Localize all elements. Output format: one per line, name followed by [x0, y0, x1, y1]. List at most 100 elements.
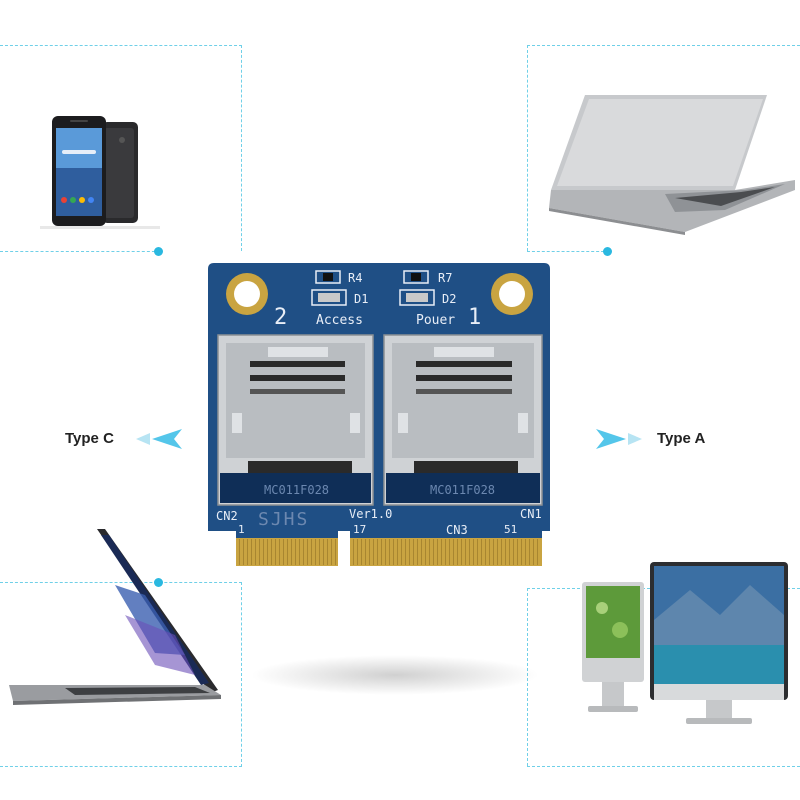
connector-pin-gap	[457, 539, 458, 565]
label-ver: Ver1.0	[349, 507, 393, 521]
connector-pin-gap	[279, 539, 280, 565]
connector-pin-gap	[489, 539, 490, 565]
connector-pin-gap	[271, 539, 272, 565]
connector-pin-gap	[377, 539, 378, 565]
connector-pin-gap	[299, 539, 300, 565]
connector-pin-gap	[481, 539, 482, 565]
connector-pin-gap	[389, 539, 390, 565]
connector-pin-gap	[365, 539, 366, 565]
label-mark: SJHS	[258, 509, 310, 530]
label-slot-code-left: MC011F028	[264, 483, 330, 497]
label-cn2: CN2	[216, 509, 238, 523]
connector-pin-gap	[393, 539, 394, 565]
label-pin-17: 17	[353, 523, 367, 536]
connector-pin-gap	[513, 539, 514, 565]
arrow-left-icon	[136, 429, 182, 449]
connector-pin-gap	[315, 539, 316, 565]
connector-pin-gap	[275, 539, 276, 565]
arrow-right-icon	[596, 429, 642, 449]
desktop-monitors-image	[582, 562, 788, 724]
connector-pin-gap	[397, 539, 398, 565]
label-slot-1: 1	[468, 305, 482, 330]
connector-pin-gap	[323, 539, 324, 565]
connector-pin-gap	[385, 539, 386, 565]
connector-pin-gap	[449, 539, 450, 565]
connector-pin-gap	[319, 539, 320, 565]
connector-pin-gap	[361, 539, 362, 565]
pcb-body	[208, 263, 550, 566]
connector-pin-gap	[425, 539, 426, 565]
connector-pin-gap	[497, 539, 498, 565]
connector-pin-gap	[335, 539, 336, 565]
laptop-dark-image	[9, 529, 221, 705]
connector-pin-gap	[259, 539, 260, 565]
connector-pin-gap	[401, 539, 402, 565]
connector-pin-gap	[413, 539, 414, 565]
label-access: Access	[316, 313, 363, 328]
connector-pin-gap	[311, 539, 312, 565]
connector-pin-gap	[373, 539, 374, 565]
label-slot-2: 2	[274, 305, 288, 330]
connector-pin-gap	[327, 539, 328, 565]
connector-pin-gap	[283, 539, 284, 565]
connector-pin-gap	[461, 539, 462, 565]
connector-pin-gap	[473, 539, 474, 565]
label-power: Pouer	[416, 313, 456, 328]
connector-pin-gap	[521, 539, 522, 565]
connector-pin-gap	[445, 539, 446, 565]
connector-pin-gap	[453, 539, 454, 565]
type-a-label: Type A	[657, 430, 706, 447]
connector-pin-gap	[357, 539, 358, 565]
laptop-silver-image	[549, 95, 795, 235]
connector-pin-gap	[291, 539, 292, 565]
connector-pin-gap	[433, 539, 434, 565]
connector-pin-gap	[509, 539, 510, 565]
connector-pin-gap	[529, 539, 530, 565]
label-pin-51: 51	[504, 523, 518, 536]
connector-pin-gap	[303, 539, 304, 565]
connector-pin-gap	[239, 539, 240, 565]
connector-pin-gap	[517, 539, 518, 565]
connector-pin-gap	[307, 539, 308, 565]
connector-pin-gap	[251, 539, 252, 565]
connector-pin-gap	[525, 539, 526, 565]
connector-pin-gap	[533, 539, 534, 565]
label-pin-1: 1	[238, 523, 245, 536]
connector-pin-gap	[501, 539, 502, 565]
connector-pin-gap	[247, 539, 248, 565]
connector-pin-gap	[437, 539, 438, 565]
connector-pin-gap	[417, 539, 418, 565]
connector-pin-gap	[295, 539, 296, 565]
connector-pin-gap	[465, 539, 466, 565]
connector-pin-gap	[477, 539, 478, 565]
connector-pin-gap	[353, 539, 354, 565]
label-r7: R7	[438, 271, 453, 285]
connector-pin-gap	[331, 539, 332, 565]
connector-pin-gap	[267, 539, 268, 565]
connector-pin-gap	[469, 539, 470, 565]
connector-pin-gap	[405, 539, 406, 565]
connector-pin-gap	[537, 539, 538, 565]
label-slot-code-right: MC011F028	[430, 483, 496, 497]
connector-pin-gap	[287, 539, 288, 565]
label-cn3: CN3	[446, 523, 468, 537]
label-d1: D1	[354, 292, 369, 306]
connector-pin-gap	[409, 539, 410, 565]
connector-pin-gap	[505, 539, 506, 565]
connector-pin-gap	[369, 539, 370, 565]
connector-pin-gap	[441, 539, 442, 565]
connector-pin-gap	[381, 539, 382, 565]
type-c-label: Type C	[65, 430, 114, 447]
connector-pin-gap	[263, 539, 264, 565]
label-r4: R4	[348, 271, 363, 285]
connector-pin-gap	[429, 539, 430, 565]
smartphone-image	[40, 116, 160, 229]
label-d2: D2	[442, 292, 457, 306]
pcb-board: R4 D1 R7 D2 2 Access Pouer 1 MC011F028 M…	[208, 263, 550, 568]
connector-pin-gap	[243, 539, 244, 565]
connector-pin-gap	[255, 539, 256, 565]
connector-pin-gap	[485, 539, 486, 565]
board-shadow	[250, 655, 540, 695]
connector-pin-gap	[493, 539, 494, 565]
connector-pin-gap	[421, 539, 422, 565]
